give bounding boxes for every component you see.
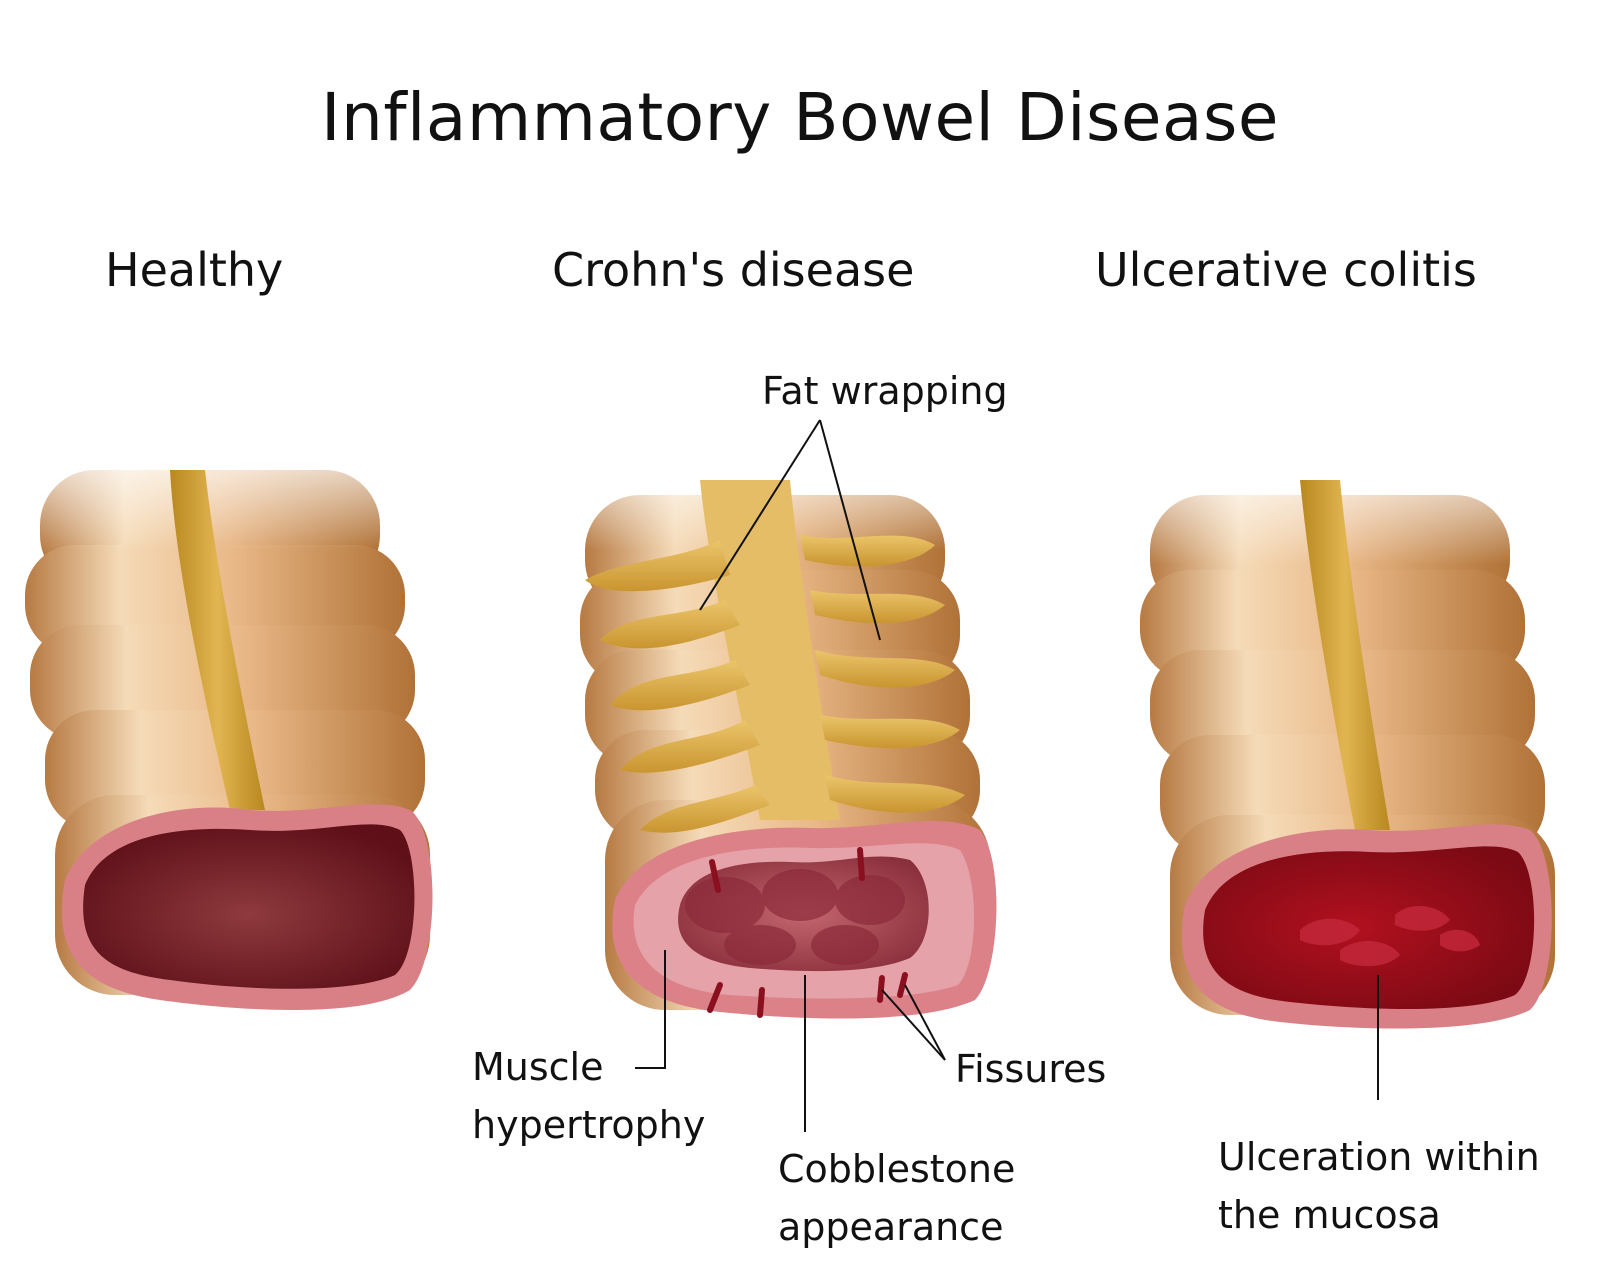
label-muscle-hypertrophy: Muscle hypertrophy	[472, 1045, 706, 1147]
crohns-colon	[560, 419, 997, 1132]
label-cobblestone-appearance: Cobblestone appearance	[778, 1147, 1016, 1249]
crohns-cobblestones	[685, 869, 905, 965]
healthy-taenia-band	[170, 470, 265, 810]
label-fissures: Fissures	[955, 1047, 1107, 1091]
crohns-mesentery-band	[700, 480, 840, 820]
healthy-colon	[20, 430, 433, 1010]
panel-heading-ulcerative-colitis: Ulcerative colitis	[1095, 243, 1477, 297]
label-fat-wrapping: Fat wrapping	[762, 369, 1008, 413]
uc-ulcerations	[1300, 905, 1480, 967]
uc-colon	[1120, 445, 1560, 1100]
uc-taenia-band	[1300, 480, 1390, 830]
crohns-leader-lines	[635, 419, 946, 1132]
crohns-fat-wrapping	[585, 535, 965, 833]
panel-heading-healthy: Healthy	[105, 243, 284, 297]
crohns-fissures	[707, 847, 908, 1018]
uc-lumen	[1203, 846, 1535, 1010]
label-ulceration: Ulceration within the mucosa	[1218, 1135, 1540, 1237]
panel-heading-crohns: Crohn's disease	[552, 243, 915, 297]
diagram-title: Inflammatory Bowel Disease	[321, 79, 1279, 156]
healthy-lumen	[83, 824, 415, 989]
